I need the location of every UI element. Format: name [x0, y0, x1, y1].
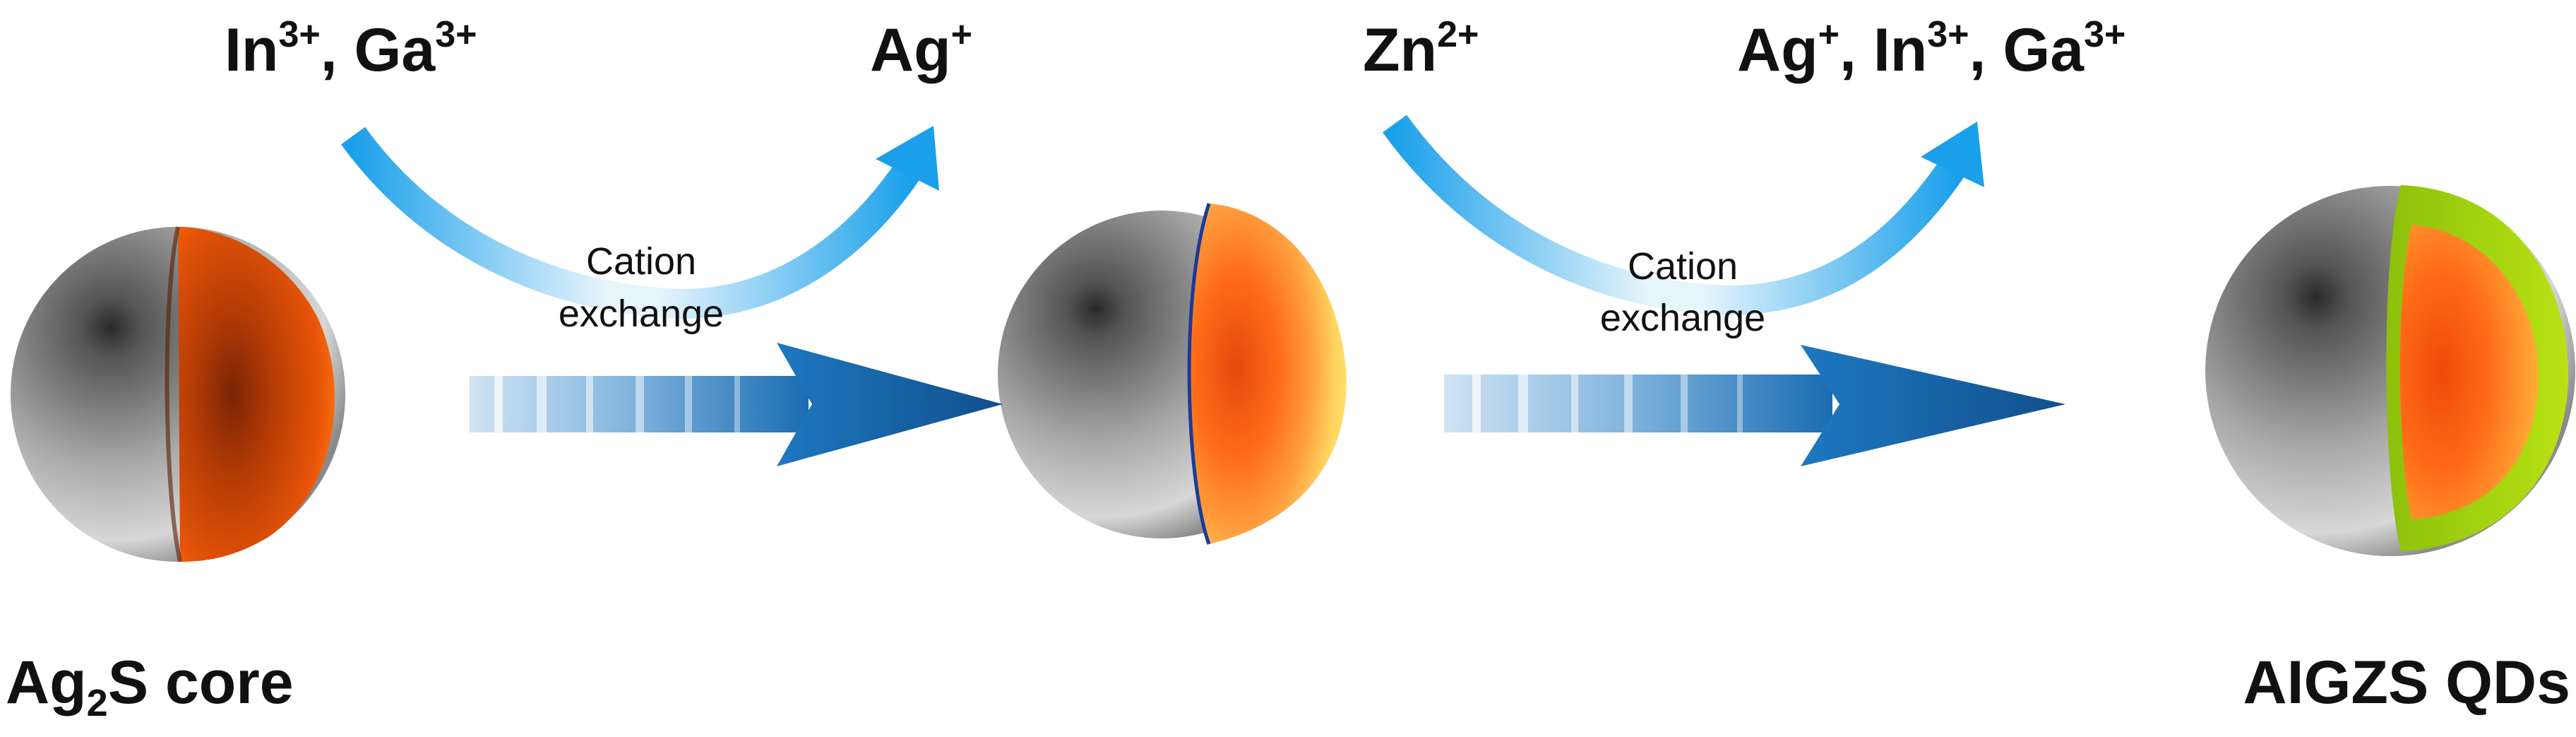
straight-arrow-1: [470, 343, 1003, 466]
process-label-1-line2: exchange: [559, 293, 724, 335]
curved-arrow-1-head: [876, 126, 939, 191]
process-label-1-line1: Cation: [586, 240, 696, 283]
curved-arrow-2-head: [1921, 122, 1984, 187]
step1-incoming-ions: In3+, Ga3+: [225, 14, 477, 84]
orange-core-left: [178, 227, 335, 562]
caption-ag2s-core: Ag2S core: [6, 649, 294, 724]
arrow-2-tail-stripes: [1444, 375, 1832, 432]
process-label-1: Cation exchange: [559, 240, 724, 335]
straight-arrow-2: [1444, 345, 2065, 466]
arrow-1-tail-stripes: [470, 376, 809, 432]
intermediate-sphere: [998, 203, 1347, 545]
curved-arrow-1: [341, 126, 939, 319]
step2-incoming-ions: Zn2+: [1363, 14, 1479, 84]
step1-outgoing-ions: Ag+: [870, 14, 972, 84]
aigzs-qd-sphere: [2205, 185, 2575, 556]
ag2s-core-sphere: [11, 226, 345, 562]
process-label-2-line1: Cation: [1628, 245, 1738, 288]
caption-aigzs-qds: AIGZS QDs: [2243, 649, 2570, 717]
step2-outgoing-ions: Ag+, In3+, Ga3+: [1737, 14, 2125, 84]
arrow-2-head: [1801, 345, 2065, 466]
arrow-1-head: [777, 343, 1003, 466]
curved-arrow-2: [1382, 114, 1984, 316]
process-label-2-line2: exchange: [1600, 297, 1765, 339]
orange-yellow-core-middle: [1189, 204, 1347, 544]
process-label-2: Cation exchange: [1600, 245, 1765, 339]
orange-core-right: [2399, 225, 2539, 519]
